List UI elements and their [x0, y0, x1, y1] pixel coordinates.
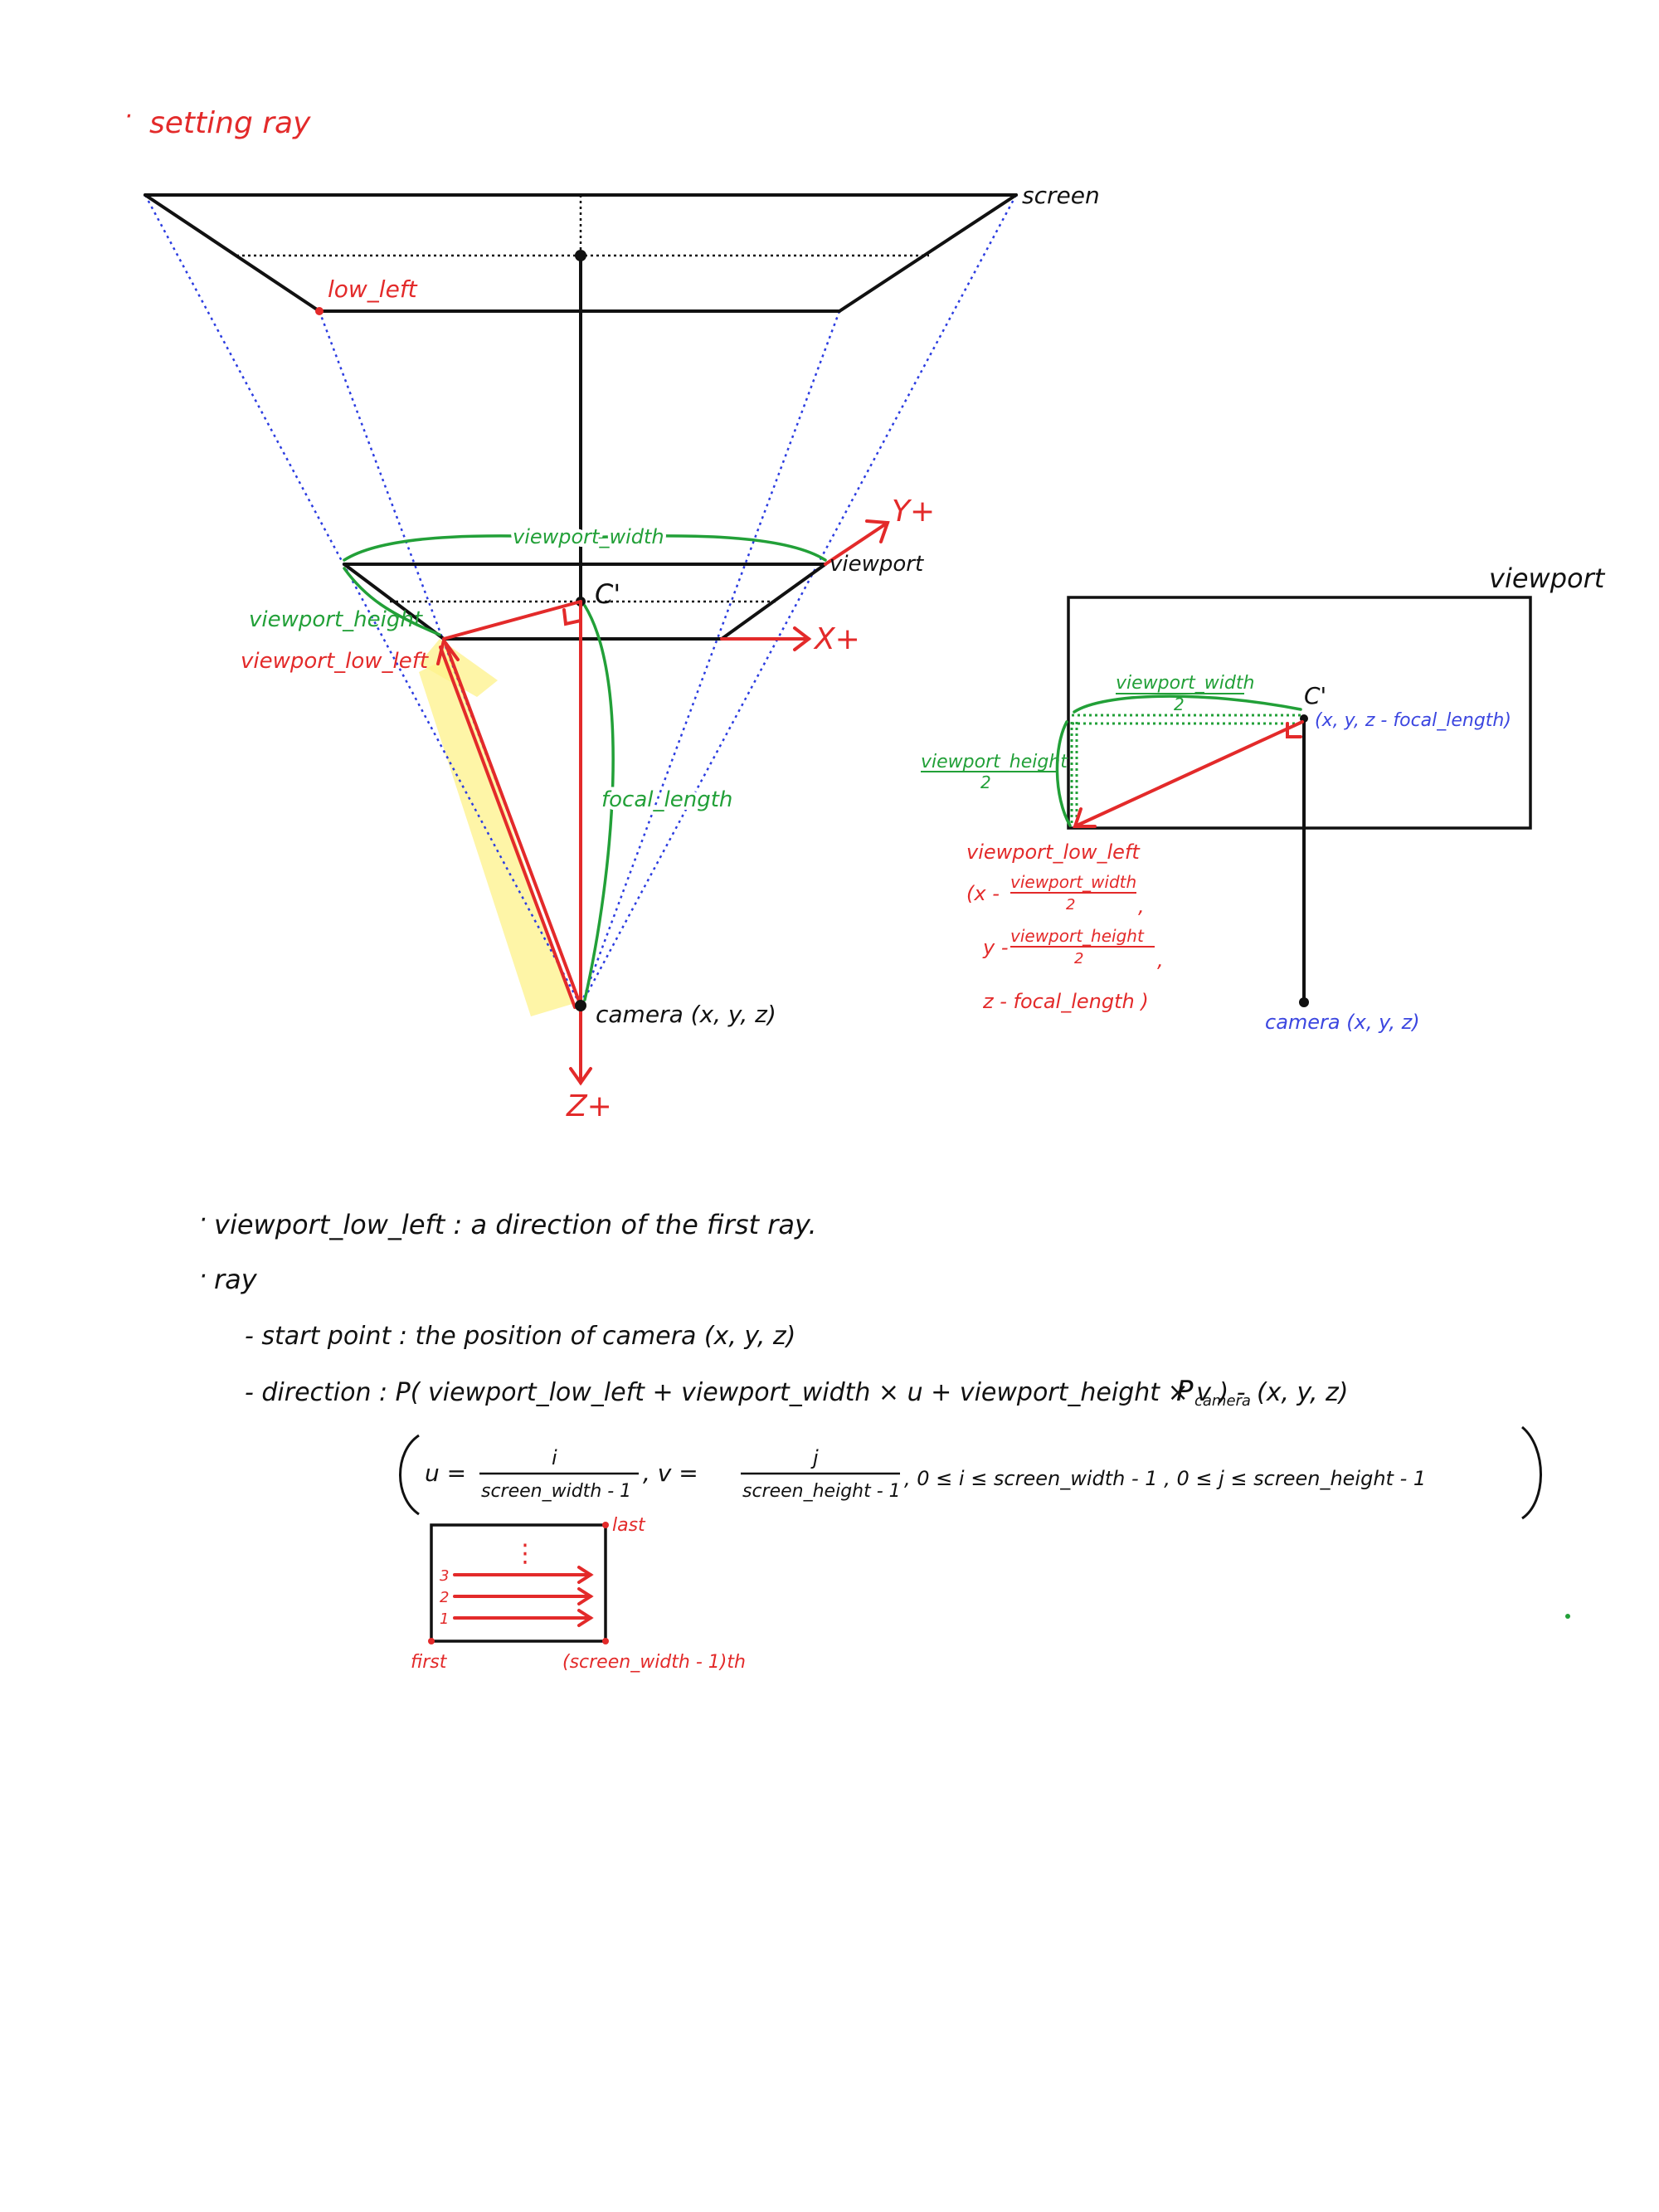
scan-row-3-label: 3 [440, 1567, 449, 1585]
viewport-width-brace [343, 534, 827, 562]
coord-x-num: viewport_width [1010, 872, 1136, 892]
frustum-ray-right-inner [579, 310, 841, 1006]
v-label: , v = [643, 1459, 698, 1487]
panel-title: viewport [1489, 563, 1606, 594]
focal-length-brace [583, 604, 615, 1001]
scan-rect [430, 1523, 607, 1643]
panel-c-prime-label: C' [1304, 682, 1326, 709]
y-axis-arrowhead [865, 519, 890, 543]
viewport-height-brace [343, 567, 441, 636]
v-den: screen_height - 1 [742, 1481, 901, 1502]
half-width-num: viewport_width [1116, 673, 1254, 694]
coord-y-prefix: y - [982, 936, 1009, 959]
scan-dots: ⋮ [513, 1539, 538, 1568]
coord-y-den: 2 [1074, 950, 1083, 967]
scan-end-corner [602, 1638, 609, 1644]
x-axis-label: X+ [813, 622, 860, 656]
low-left-point [315, 307, 324, 315]
ray-highlight-arrowhead [419, 639, 498, 697]
note-line-2: ray [214, 1264, 258, 1295]
title-bullet: · [124, 102, 133, 131]
scan-order-diagram [428, 1522, 609, 1644]
panel-low-left-title: viewport_low_left [966, 840, 1141, 864]
half-width-den: 2 [1174, 694, 1185, 714]
note-bullet-1: · [199, 1206, 207, 1235]
first-ray-arrowhead [436, 636, 460, 665]
scan-row-1-arrowhead [577, 1609, 594, 1627]
focal-length-label: focal_length [601, 787, 732, 812]
frustum-ray-right-outer [579, 194, 1018, 1006]
panel-right-angle [1286, 722, 1302, 738]
half-height-den: 2 [980, 772, 991, 792]
viewport-panel [1055, 596, 1532, 1007]
scan-row-2-label: 2 [440, 1589, 449, 1606]
viewport-width-label: viewport_width [513, 525, 664, 548]
viewport-rect [1067, 596, 1532, 830]
constraints: , 0 ≤ i ≤ screen_width - 1 , 0 ≤ j ≤ scr… [904, 1467, 1426, 1490]
paren-left [399, 1434, 420, 1516]
low-left-label: low_left [328, 275, 418, 303]
panel-camera-label: camera (x, y, z) [1265, 1011, 1420, 1034]
p-camera: P [1176, 1375, 1194, 1408]
screen-label: screen [1022, 182, 1100, 209]
frustum-ray-left-outer [144, 194, 582, 1006]
scan-row-3-arrowhead [577, 1566, 594, 1584]
note-line-1: viewport_low_left : a direction of the f… [214, 1209, 817, 1240]
first-ray-direction-2 [439, 646, 577, 1009]
x-axis-arrowhead [793, 626, 812, 651]
first-ray-direction [445, 644, 582, 1007]
c-prime-coords: (x, y, z - focal_length) [1315, 710, 1511, 731]
note-bullet-2: · [199, 1262, 207, 1291]
u-label: u = [425, 1459, 466, 1487]
coord-x-comma: , [1138, 894, 1145, 918]
panel-camera-point [1299, 997, 1309, 1007]
p-camera-sub: camera [1194, 1392, 1251, 1410]
c-prime-label: C' [595, 578, 620, 610]
coord-z: z - focal_length ) [982, 990, 1149, 1013]
u-den: screen_width - 1 [481, 1481, 631, 1502]
camera-point [575, 1000, 586, 1011]
half-width-brace [1073, 694, 1302, 714]
coord-x-den: 2 [1066, 896, 1075, 914]
scan-row-1-label: 1 [440, 1610, 449, 1628]
scan-last-label: last [612, 1515, 646, 1536]
stray-dot [1565, 1614, 1570, 1619]
z-axis-arrowhead [569, 1067, 592, 1086]
v-num: j [810, 1446, 819, 1469]
panel-direction-ray [1075, 720, 1304, 827]
panel-direction-arrowhead [1073, 807, 1097, 828]
scan-row-2-arrowhead [577, 1587, 594, 1605]
camera-label: camera (x, y, z) [596, 1001, 776, 1028]
scan-first-label: first [411, 1652, 448, 1673]
right-angle-marker [562, 608, 582, 626]
note-start-point: - start point : the position of camera (… [245, 1322, 795, 1351]
paren-right [1521, 1425, 1542, 1520]
coord-y-num: viewport_height [1010, 926, 1145, 946]
screen-right-edge [838, 193, 1018, 313]
viewport-left-edge [343, 563, 445, 641]
scan-last-corner [602, 1522, 609, 1528]
y-axis-arrow [824, 521, 889, 566]
c-prime-to-low-left [442, 600, 582, 641]
coord-x-prefix: (x - [966, 882, 1000, 905]
y-axis-label: Y+ [892, 495, 935, 529]
screen-left-edge [144, 193, 321, 313]
page-title: setting ray [149, 106, 311, 140]
perspective-frustum [144, 193, 1018, 1086]
note-direction: - direction : P( viewport_low_left + vie… [245, 1378, 1246, 1407]
viewport-label: viewport [830, 552, 924, 577]
u-num: i [552, 1446, 557, 1469]
p-camera-coords: (x, y, z) [1257, 1378, 1348, 1407]
z-axis-label: Z+ [566, 1089, 612, 1123]
half-height-num: viewport_height [921, 752, 1068, 772]
viewport-height-label: viewport_height [249, 607, 423, 632]
scan-first-corner [428, 1638, 435, 1644]
viewport-low-left-label: viewport_low_left [241, 649, 429, 674]
coord-y-comma: , [1157, 948, 1164, 972]
scan-end-label: (screen_width - 1)th [562, 1652, 746, 1673]
ray-highlight [419, 655, 572, 1016]
